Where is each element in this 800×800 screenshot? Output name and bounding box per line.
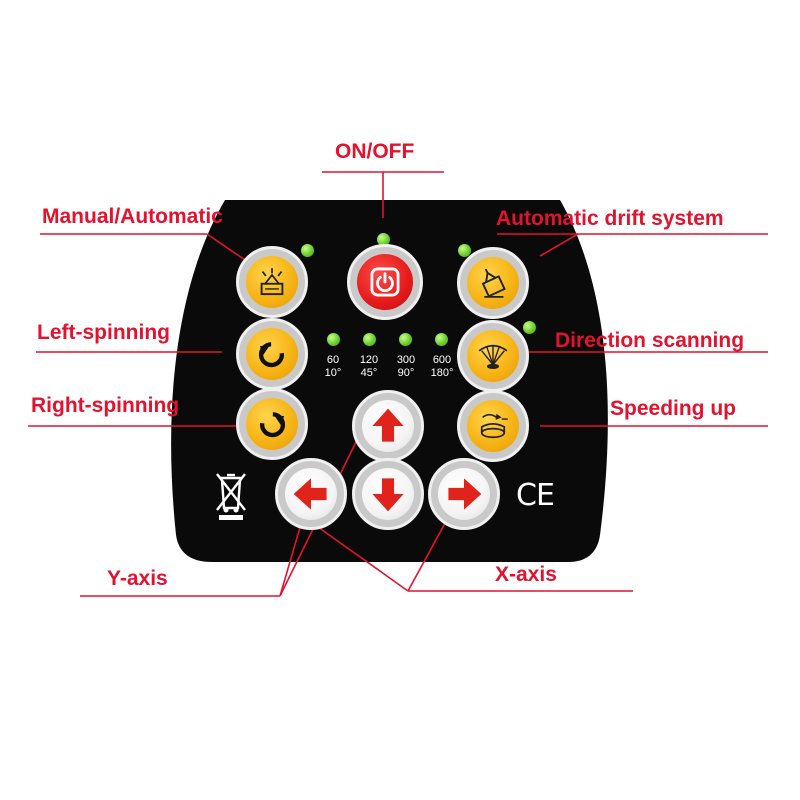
arrow-right-icon: [448, 478, 482, 510]
speed-rpm: 120: [359, 354, 379, 366]
clockwise-arrow-icon: [260, 412, 286, 438]
manual-automatic-button[interactable]: [236, 246, 308, 318]
speed-angle: 10°: [324, 366, 342, 379]
speed-setting-4: 600 180°: [422, 354, 462, 379]
left-spin-button[interactable]: [236, 318, 308, 390]
speed-rpm: 600: [432, 354, 452, 366]
y-axis-up-button[interactable]: [352, 390, 424, 462]
label-on-off: ON/OFF: [335, 140, 415, 163]
speed-up-button[interactable]: [457, 390, 529, 462]
x-axis-right-button[interactable]: [428, 458, 500, 530]
label-left-spinning: Left-spinning: [37, 321, 170, 344]
x-axis-left-button[interactable]: [275, 458, 347, 530]
speed-led-2: [363, 333, 376, 346]
manual-status-led: [301, 244, 314, 257]
speed-setting-1: 60 10°: [313, 354, 353, 379]
label-automatic-drift-system: Automatic drift system: [496, 207, 724, 230]
speed-angle: 45°: [360, 366, 378, 379]
label-speeding-up: Speeding up: [610, 397, 736, 420]
speed-setting-3: 300 90°: [386, 354, 426, 379]
scan-status-led: [523, 321, 536, 334]
ce-mark: CE: [516, 478, 555, 513]
power-led: [377, 233, 390, 246]
speed-led-3: [399, 333, 412, 346]
speed-led-1: [327, 333, 340, 346]
speed-angle: 180°: [430, 366, 454, 379]
arrow-up-icon: [372, 408, 404, 442]
drift-system-button[interactable]: [457, 247, 529, 319]
power-icon: [370, 267, 400, 297]
speed-rpm: 60: [326, 354, 340, 366]
right-spin-button[interactable]: [236, 388, 308, 460]
direction-scan-button[interactable]: [457, 320, 529, 392]
speed-led-4: [435, 333, 448, 346]
tilted-level-icon: [481, 268, 506, 298]
speed-angle: 90°: [397, 366, 415, 379]
label-x-axis: X-axis: [495, 563, 557, 586]
speed-setting-2: 120 45°: [349, 354, 389, 379]
drift-status-led: [458, 244, 471, 257]
label-direction-scanning: Direction scanning: [555, 329, 745, 352]
label-manual-automatic: Manual/Automatic: [42, 205, 223, 228]
counterclockwise-arrow-icon: [258, 342, 284, 368]
speed-rpm: 300: [396, 354, 416, 366]
crossed-out-wheelie-bin-icon: [216, 473, 246, 520]
y-axis-down-button[interactable]: [352, 458, 424, 530]
laser-level-icon: [260, 268, 284, 296]
arrow-left-icon: [293, 478, 327, 510]
scan-fan-icon: [478, 344, 508, 369]
power-button[interactable]: [347, 244, 423, 320]
label-right-spinning: Right-spinning: [31, 394, 180, 417]
leader-lines: [28, 171, 768, 597]
speed-rotation-icon: [480, 413, 508, 439]
label-y-axis: Y-axis: [107, 567, 168, 590]
arrow-down-icon: [372, 478, 404, 512]
